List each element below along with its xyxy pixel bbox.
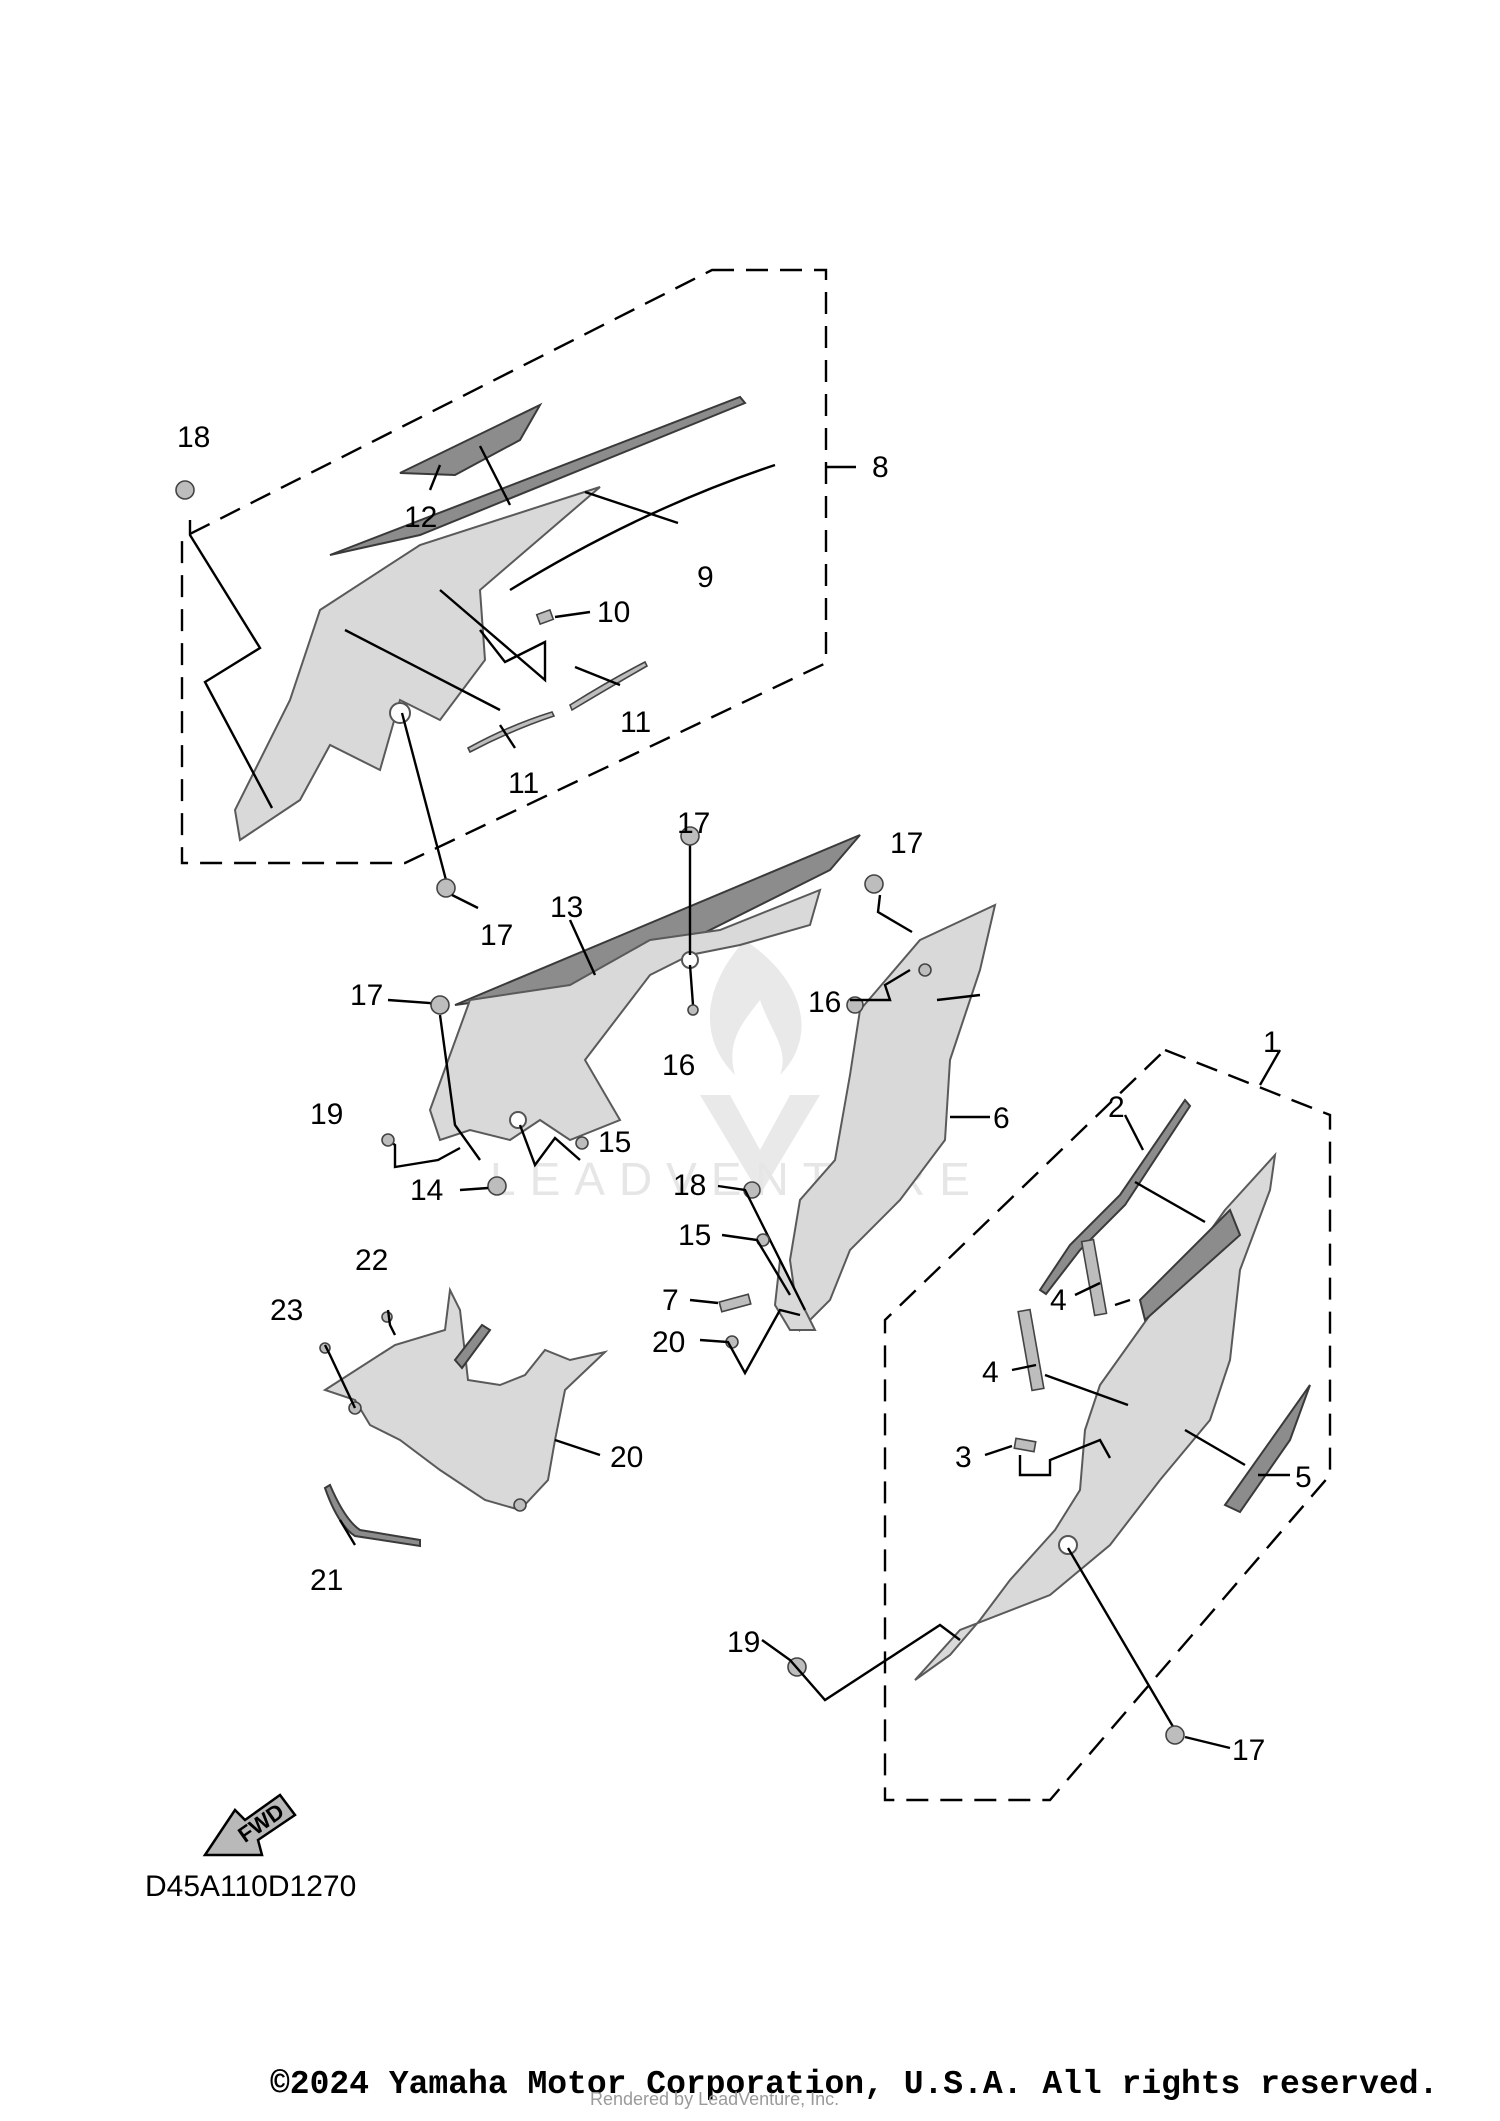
copyright-text: ©2024 Yamaha Motor Corporation, U.S.A. A…	[270, 2066, 1439, 2103]
callout-20: 19	[310, 1098, 343, 1131]
callout-17: 17	[1232, 1734, 1265, 1767]
callout-11: 11	[508, 767, 539, 800]
callout-1: 1	[1263, 1026, 1280, 1059]
fwd-arrow-icon: FWD	[202, 1793, 297, 1857]
callout-15: 15	[678, 1219, 711, 1252]
drawing-code: D45A110D1270	[145, 1870, 356, 1903]
part-6-air-duct	[788, 903, 997, 1333]
callout-11: 11	[620, 706, 651, 739]
part-1-side-cowl	[914, 1151, 1277, 1681]
callout-12: 12	[404, 501, 437, 534]
callout-13: 13	[550, 891, 583, 924]
callout-labels: 1 2 3 4 4 5 6 7 8 9 10 11 11 12 13 14 15…	[177, 421, 1312, 1767]
callout-19: 19	[727, 1626, 760, 1659]
callout-17: 17	[480, 919, 513, 952]
part-8-side-cowl	[233, 486, 601, 842]
callout-4: 4	[982, 1356, 999, 1389]
callout-17: 17	[677, 807, 710, 840]
callout-23: 23	[270, 1294, 303, 1327]
callout-9: 9	[697, 561, 714, 594]
callout-16: 16	[662, 1049, 695, 1082]
callout-10: 10	[597, 596, 630, 629]
callout-2: 2	[1108, 1091, 1125, 1124]
callout-4: 4	[1050, 1284, 1067, 1317]
callout-14: 14	[410, 1174, 443, 1207]
callout-6: 6	[993, 1102, 1010, 1135]
rendered-by-text: Rendered by LeadVenture, Inc.	[590, 2089, 840, 2109]
part-2-trim-strip	[1038, 1098, 1192, 1296]
part-5-emblem	[1223, 1384, 1311, 1514]
callout-19: 18	[177, 421, 210, 454]
part-21-lower-cover	[322, 1286, 609, 1512]
callout-7: 7	[662, 1284, 679, 1317]
callout-16: 16	[808, 986, 841, 1019]
part-9-trim	[329, 395, 747, 556]
callout-18: 17	[350, 979, 383, 1012]
callout-17: 17	[890, 827, 923, 860]
part-12-emblem	[399, 402, 543, 477]
assembly-8-outline	[180, 268, 828, 865]
assembly-1-outline	[883, 1048, 1332, 1802]
callout-18: 18	[673, 1169, 706, 1202]
callout-22: 21	[310, 1564, 343, 1597]
callout-15: 15	[598, 1126, 631, 1159]
part-22-edge-strip	[323, 1483, 421, 1548]
callout-23: 22	[355, 1244, 388, 1277]
callout-8: 8	[872, 451, 889, 484]
part-13-inner-panel	[428, 888, 822, 1142]
callout-21: 20	[610, 1441, 643, 1474]
callout-20: 20	[652, 1326, 685, 1359]
callout-3: 3	[955, 1441, 972, 1474]
callout-5: 5	[1295, 1461, 1312, 1494]
